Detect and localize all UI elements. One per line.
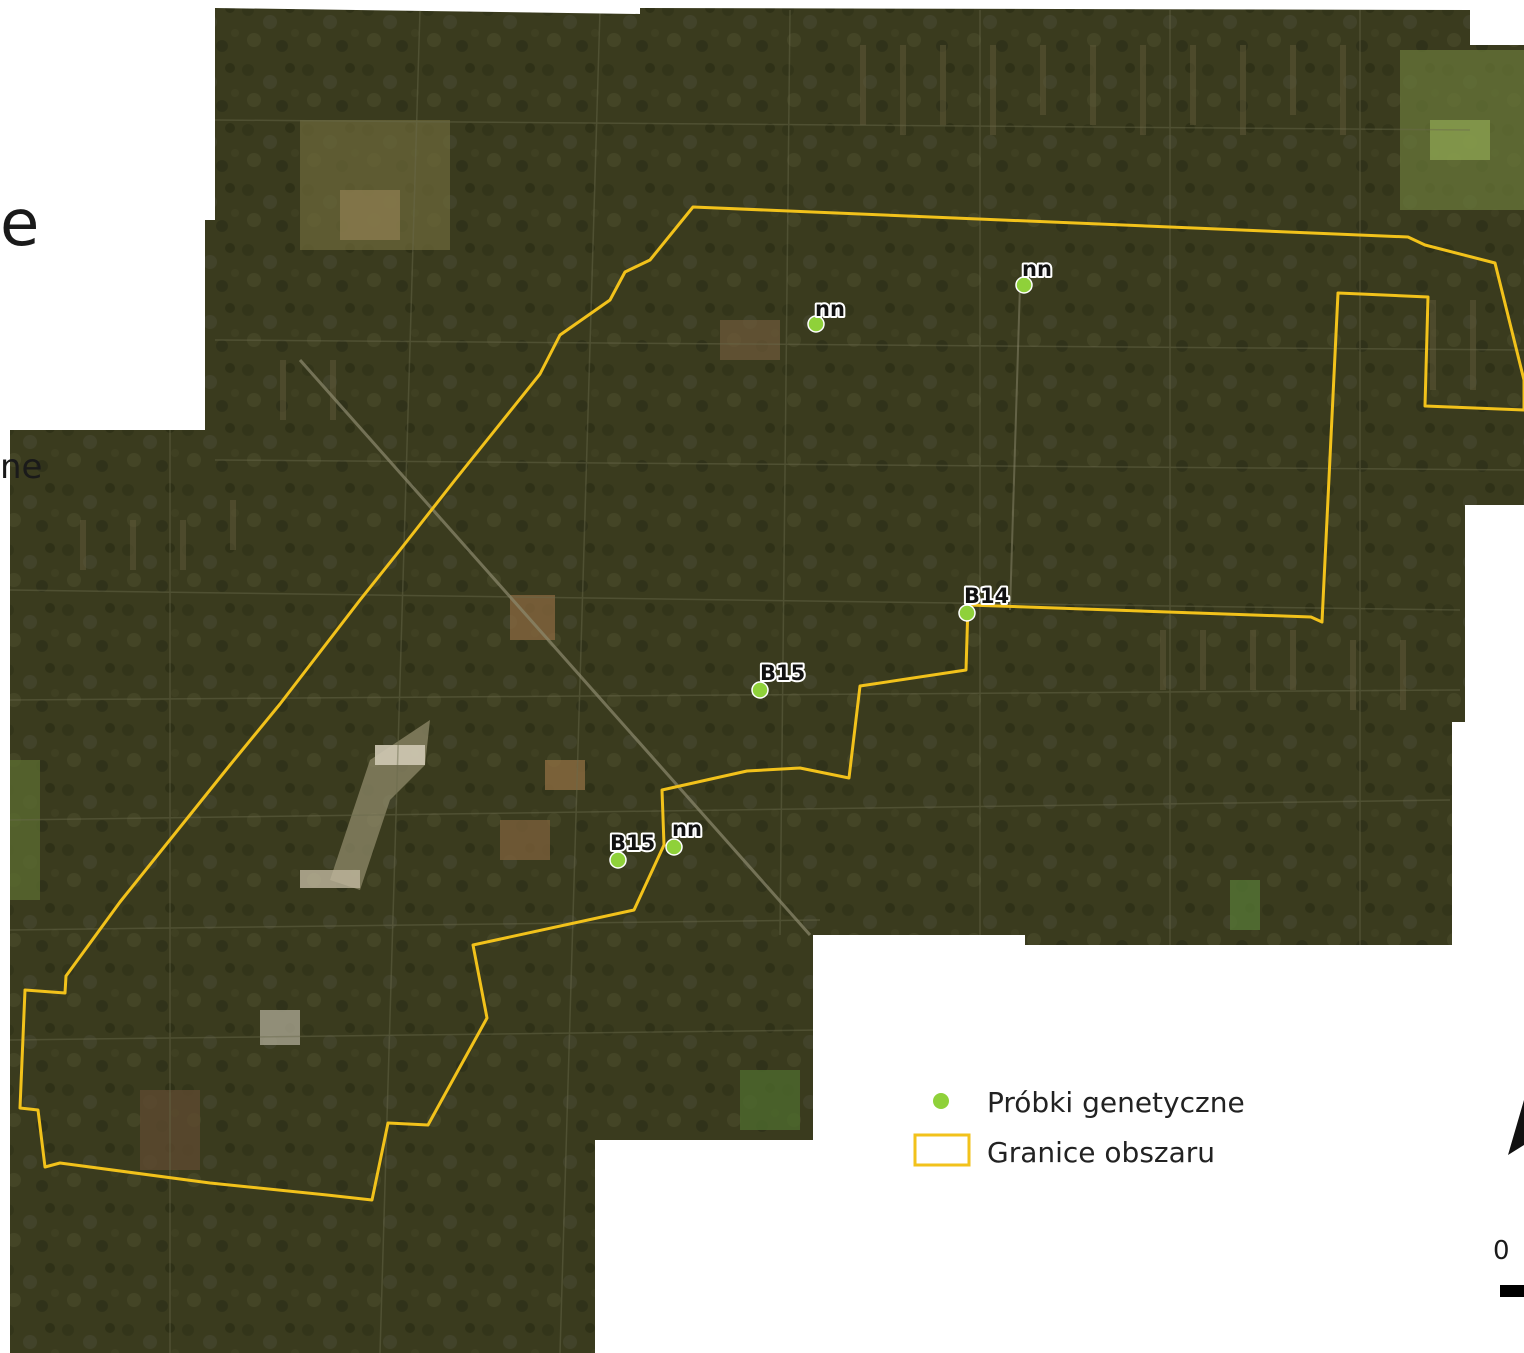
scale-bar-zero-label: 0	[1493, 1236, 1510, 1266]
sample-point-nn-north[interactable]: nn	[807, 295, 847, 333]
scale-bar	[1500, 1285, 1524, 1297]
sample-point-b15-upper[interactable]: B15	[751, 659, 807, 699]
field-strips	[80, 45, 1476, 710]
map-legend: Próbki genetyczne Granice obszaru	[913, 1086, 1245, 1169]
forest-compartment-lines	[10, 9, 1524, 1353]
sample-point-nn-north-east[interactable]: nn	[1015, 255, 1054, 294]
green-dot-icon	[933, 1093, 949, 1109]
sample-label: B15	[610, 831, 655, 855]
cropped-title-letter: e	[0, 187, 40, 261]
yellow-outline-rectangle-icon	[913, 1133, 971, 1167]
sample-label: B15	[760, 661, 805, 685]
sample-point-b14[interactable]: B14	[958, 582, 1011, 622]
area-boundary	[18, 205, 1524, 1202]
legend-label-boundary: Granice obszaru	[987, 1136, 1215, 1169]
sample-label: nn	[1022, 257, 1052, 281]
sample-points: nn nn B14 B15 B15 nn	[608, 255, 1054, 869]
boundary-main-polygon	[18, 205, 1524, 1202]
sample-point-b15-lower[interactable]: B15	[608, 829, 657, 869]
legend-label-samples: Próbki genetyczne	[987, 1086, 1245, 1119]
road-north	[1009, 284, 1021, 611]
sample-label: nn	[815, 297, 845, 321]
sample-label: nn	[672, 817, 702, 841]
diagonal-road	[298, 359, 812, 936]
north-arrow-icon	[1508, 1100, 1524, 1155]
cropped-subtitle-word: ne	[0, 447, 43, 487]
sample-label: B14	[964, 584, 1009, 608]
farmland-patches	[10, 50, 1524, 1170]
sample-point-nn-south[interactable]: nn	[665, 815, 704, 856]
